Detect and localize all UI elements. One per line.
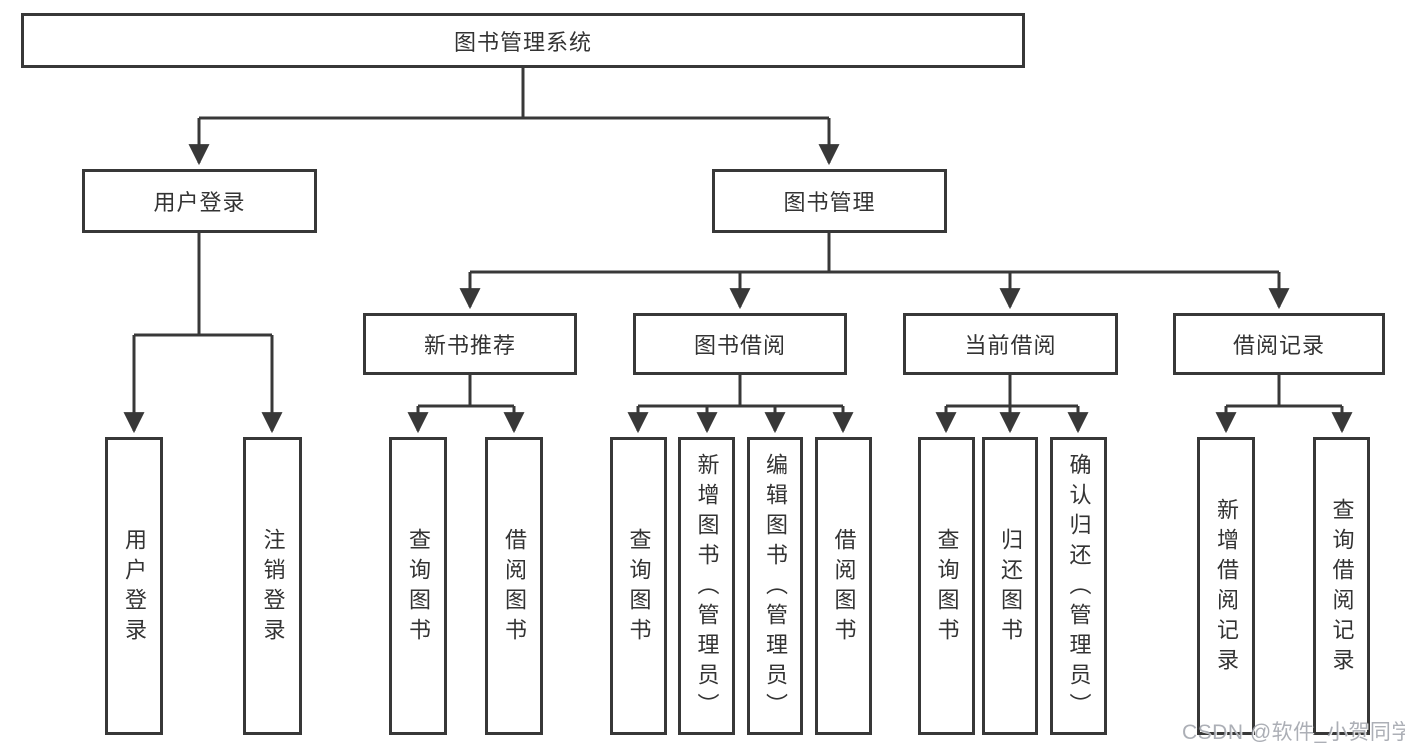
leaf-borrow-books-recommend: 借阅图书 <box>485 437 543 735</box>
node-new-book-recommendation: 新书推荐 <box>363 313 577 375</box>
leaf-user-login: 用户登录 <box>105 437 163 735</box>
node-label: 查询图书 <box>406 528 431 648</box>
node-library-management-system: 图书管理系统 <box>21 13 1025 68</box>
node-label: 用户登录 <box>153 190 246 215</box>
node-label: 借阅图书 <box>502 528 527 648</box>
node-label: 新书推荐 <box>423 333 516 358</box>
leaf-return-books: 归还图书 <box>982 437 1038 735</box>
node-label: 归还图书 <box>998 528 1023 648</box>
node-label: 查询图书 <box>626 528 652 648</box>
leaf-query-borrow-record: 查询借阅记录 <box>1313 437 1370 735</box>
node-book-borrowing: 图书借阅 <box>633 313 847 375</box>
node-label: 查询图书 <box>934 528 960 648</box>
connector-arrows <box>123 118 1353 434</box>
leaf-confirm-return-admin: 确认归还（管理员） <box>1050 437 1107 735</box>
node-label: 新增借阅记录 <box>1214 498 1239 678</box>
leaf-query-books-current: 查询图书 <box>918 437 975 735</box>
node-current-borrowing: 当前借阅 <box>903 313 1118 375</box>
node-label: 注销登录 <box>260 528 286 648</box>
leaf-add-borrow-record: 新增借阅记录 <box>1197 437 1255 735</box>
node-borrowing-records: 借阅记录 <box>1173 313 1385 375</box>
leaf-add-books-admin: 新增图书（管理员） <box>678 437 735 735</box>
node-label: 用户登录 <box>122 528 147 648</box>
leaf-logout: 注销登录 <box>243 437 302 735</box>
leaf-borrow-books: 借阅图书 <box>815 437 872 735</box>
leaf-edit-books-admin: 编辑图书（管理员） <box>747 437 803 735</box>
node-user-login: 用户登录 <box>82 169 317 233</box>
csdn-watermark: CSDN @软件_小贺同学 <box>1182 721 1405 744</box>
leaf-query-books-borrowing: 查询图书 <box>610 437 667 735</box>
node-label: 借阅记录 <box>1232 333 1325 358</box>
node-label: 确认归还（管理员） <box>1066 453 1092 723</box>
node-label: 借阅图书 <box>831 528 857 648</box>
node-label: 查询借阅记录 <box>1329 498 1355 678</box>
node-label: 图书管理 <box>783 190 876 215</box>
node-label: 当前借阅 <box>964 333 1057 358</box>
node-label: 图书借阅 <box>693 333 786 358</box>
leaf-query-books-recommend: 查询图书 <box>389 437 447 735</box>
node-label: 图书管理系统 <box>453 29 592 55</box>
node-label: 新增图书（管理员） <box>694 453 720 723</box>
node-book-management: 图书管理 <box>712 169 947 233</box>
node-label: 编辑图书（管理员） <box>763 453 788 723</box>
